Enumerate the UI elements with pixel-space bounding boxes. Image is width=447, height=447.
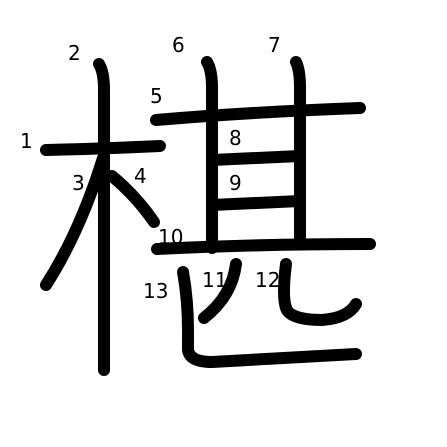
stroke-3 <box>40 152 109 291</box>
stroke-5 <box>150 102 366 126</box>
stroke-number-3: 3 <box>72 171 85 195</box>
stroke-number-2: 2 <box>68 41 81 65</box>
stroke-7 <box>290 56 306 250</box>
stroke-13 <box>177 266 362 368</box>
stroke-number-8: 8 <box>229 126 242 150</box>
stroke-number-12: 12 <box>255 268 280 292</box>
stroke-4 <box>106 170 160 228</box>
stroke-number-labels: 1 2 3 4 5 6 7 8 9 10 11 12 13 <box>20 33 281 303</box>
stroke-number-6: 6 <box>172 33 185 57</box>
stroke-number-10: 10 <box>158 225 183 249</box>
stroke-11 <box>198 258 242 324</box>
stroke-number-1: 1 <box>20 129 33 153</box>
character-strokes <box>40 56 376 376</box>
stroke-8 <box>206 150 306 166</box>
stroke-9 <box>206 195 306 211</box>
stroke-number-4: 4 <box>134 164 147 188</box>
stroke-2 <box>93 58 110 376</box>
stroke-number-9: 9 <box>229 171 242 195</box>
stroke-12 <box>278 258 362 326</box>
stroke-number-7: 7 <box>268 33 281 57</box>
stroke-number-5: 5 <box>150 84 163 108</box>
stroke-number-11: 11 <box>202 268 227 292</box>
stroke-6 <box>201 56 218 254</box>
stroke-10 <box>151 238 376 255</box>
stroke-number-13: 13 <box>143 279 168 303</box>
